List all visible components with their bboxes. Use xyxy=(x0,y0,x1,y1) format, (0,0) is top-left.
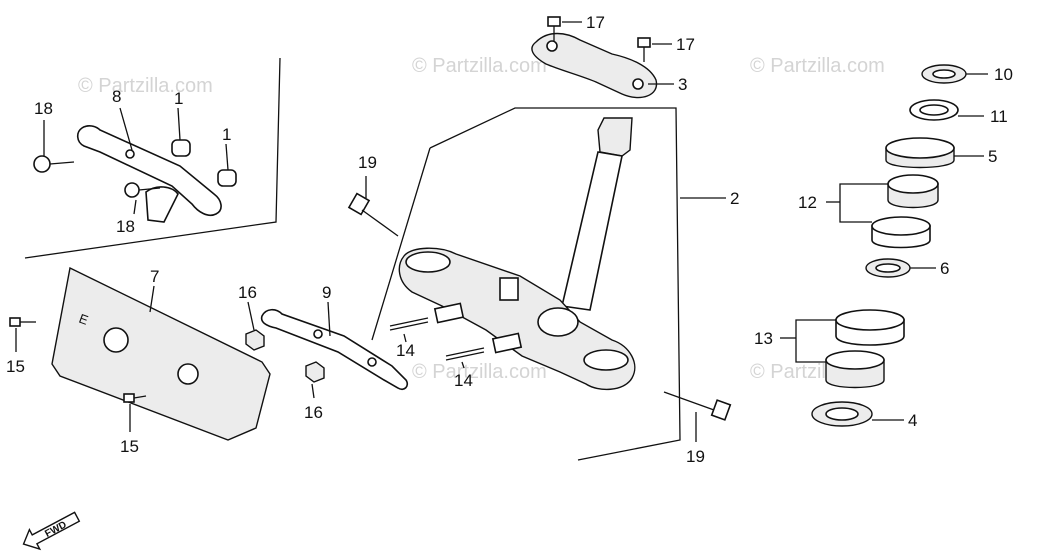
callout-18: 18 xyxy=(34,99,53,118)
callout-10: 10 xyxy=(994,65,1013,84)
fwd-arrow-icon: FWD xyxy=(22,511,81,551)
callout-19: 19 xyxy=(358,153,377,172)
nut-16-lower xyxy=(305,361,325,383)
watermark-text: © Partzilla.com xyxy=(750,55,885,77)
callout-13: 13 xyxy=(754,329,773,348)
dust-seal-part xyxy=(865,258,911,278)
subassembly-border xyxy=(24,57,281,259)
adjusting-nut-part xyxy=(885,137,955,169)
callout-14: 14 xyxy=(454,371,473,390)
collar-1-lower xyxy=(217,169,237,187)
screw-15-left xyxy=(9,317,36,327)
callout-1: 1 xyxy=(222,125,231,144)
watermark-text: © Partzilla.com xyxy=(412,55,547,77)
callout-6: 6 xyxy=(940,259,949,278)
callout-4: 4 xyxy=(908,411,917,430)
callout-16: 16 xyxy=(238,283,257,302)
callout-15: 15 xyxy=(6,357,25,376)
callout-18: 18 xyxy=(116,217,135,236)
front-plate-part: E xyxy=(51,266,271,441)
fwd-label: FWD xyxy=(43,519,68,539)
callout-8: 8 xyxy=(112,87,121,106)
bolt-17-upper xyxy=(547,16,561,42)
callout-19: 19 xyxy=(686,447,705,466)
callout-9: 9 xyxy=(322,283,331,302)
bolt-19-left xyxy=(347,192,399,237)
sleeve-14 xyxy=(433,302,523,354)
bracket-9-part xyxy=(260,308,409,391)
callout-5: 5 xyxy=(988,147,997,166)
callout-3: 3 xyxy=(678,75,687,94)
upper-bridge-part xyxy=(531,32,658,99)
callout-16: 16 xyxy=(304,403,323,422)
callout-7: 7 xyxy=(150,267,159,286)
pin-14-lower xyxy=(445,347,485,361)
callout-11: 11 xyxy=(990,107,1008,126)
bolt-19-right xyxy=(663,391,732,421)
lower-seal-part xyxy=(811,401,873,427)
callout-15: 15 xyxy=(120,437,139,456)
nut-16-upper xyxy=(245,329,265,351)
callout-17: 17 xyxy=(676,35,695,54)
bolt-17-lower xyxy=(637,37,651,62)
bracket-8-part xyxy=(76,125,222,223)
callouts: 17 17 3 10 11 5 2 12 6 13 4 19 19 18 18 … xyxy=(6,13,1013,466)
collar-1-upper xyxy=(171,139,191,157)
callout-14: 14 xyxy=(396,341,415,360)
callout-2: 2 xyxy=(730,189,739,208)
bolt-18-lower xyxy=(124,182,161,198)
callout-17: 17 xyxy=(586,13,605,32)
lower-bearing-part xyxy=(825,309,905,389)
upper-bearing-part xyxy=(871,174,939,249)
watermark-text: © Partzilla.com xyxy=(412,361,547,383)
callout-1: 1 xyxy=(174,89,183,108)
lock-washer-part xyxy=(909,99,959,121)
pin-14-upper xyxy=(389,317,429,331)
screw-15-lower xyxy=(123,393,147,403)
bolt-18-upper xyxy=(33,155,75,173)
watermark-text: © Partzilla.com xyxy=(78,75,213,97)
steering-stem-part xyxy=(398,117,636,391)
lock-nut-part xyxy=(921,64,967,84)
callout-12: 12 xyxy=(798,193,817,212)
leader-lines xyxy=(15,21,988,442)
assembly-frame xyxy=(371,107,681,461)
